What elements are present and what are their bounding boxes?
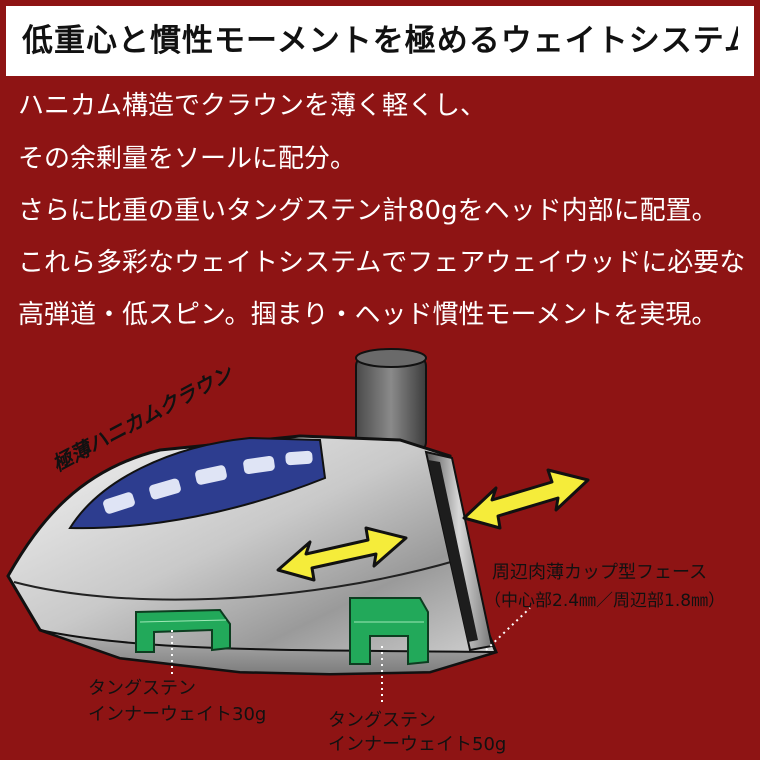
leader-lines bbox=[171, 607, 531, 702]
weight-50-label: タングステン bbox=[328, 710, 436, 731]
weight-50g bbox=[349, 597, 429, 666]
club-head-illustration bbox=[6, 348, 590, 702]
description-line: ハニカム構造でクラウンを薄く軽くし、 bbox=[18, 91, 487, 121]
description-line: 高弾道・低スピン。掴まり・ヘッド慣性モーメントを実現。 bbox=[18, 300, 718, 330]
inertia-arrow-upper bbox=[462, 468, 590, 530]
face-spec-label: （中心部2.4㎜／周辺部1.8㎜） bbox=[484, 591, 726, 611]
description-line: これら多彩なウェイトシステムでフェアウェイウッドに必要な bbox=[18, 248, 746, 278]
hosel bbox=[355, 348, 427, 453]
weight-30-spec-label: インナーウェイト30g bbox=[88, 704, 267, 725]
description-line: さらに比重の重いタングステン計80gをヘッド内部に配置。 bbox=[18, 196, 718, 226]
inertia-arrow-lower bbox=[276, 526, 408, 582]
title-bar bbox=[6, 6, 754, 76]
description-line: その余剰量をソールに配分。 bbox=[18, 144, 357, 174]
page-title: 低重心と慣性モーメントを極めるウェイトシステム bbox=[22, 23, 738, 59]
face-label: 周辺肉薄カップ型フェース bbox=[492, 562, 708, 583]
honeycomb-crown bbox=[68, 436, 327, 530]
weight-50-spec-label: インナーウェイト50g bbox=[328, 734, 507, 755]
cup-face bbox=[424, 450, 494, 652]
weight-30-label: タングステン bbox=[88, 678, 196, 699]
weight-30g bbox=[135, 608, 231, 653]
